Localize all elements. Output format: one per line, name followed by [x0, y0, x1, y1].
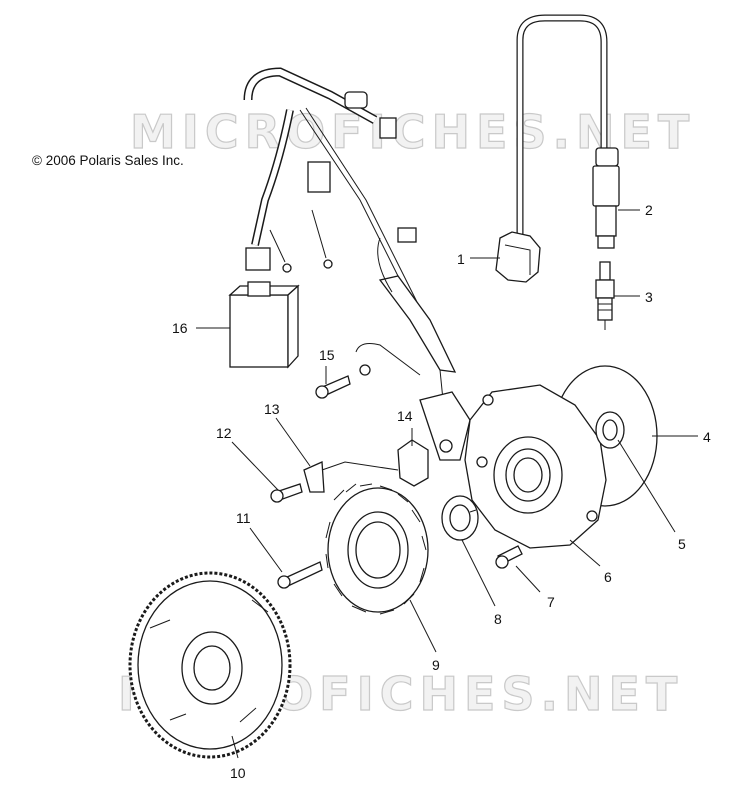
- cdi-module: [228, 281, 300, 369]
- callout-6: 6: [604, 569, 612, 585]
- callout-13: 13: [264, 401, 280, 417]
- callout-8: 8: [494, 611, 502, 627]
- bolt-7: [495, 545, 523, 569]
- callout-12: 12: [216, 425, 232, 441]
- bolt-12: [270, 483, 303, 503]
- seal-8: [441, 495, 479, 541]
- callout-5: 5: [678, 536, 686, 552]
- flywheel-10: [128, 571, 292, 759]
- watermark-top: MICROFICHES.NET: [130, 105, 695, 159]
- callout-7: 7: [547, 594, 555, 610]
- spark-plug: [595, 261, 615, 330]
- spark-plug-cap: [592, 147, 620, 249]
- copyright-notice: © 2006 Polaris Sales Inc.: [32, 153, 184, 168]
- bracket-13: [303, 461, 399, 493]
- pickup-sensor: [397, 391, 471, 487]
- callout-4: 4: [703, 429, 711, 445]
- stator-plate-6: [464, 384, 607, 549]
- leader-lines: [196, 209, 698, 759]
- callout-9: 9: [432, 657, 440, 673]
- callout-1: 1: [457, 251, 465, 267]
- bolt-15: [315, 375, 351, 399]
- ignition-coil-wire: [516, 14, 608, 260]
- callout-11: 11: [236, 510, 251, 526]
- callout-10: 10: [230, 765, 246, 781]
- stator-9: [325, 483, 429, 615]
- callout-16: 16: [172, 320, 188, 336]
- callout-14: 14: [397, 408, 413, 424]
- wire-harness: [243, 67, 457, 421]
- oil-seal-5: [595, 411, 625, 449]
- ignition-coil: [495, 231, 541, 283]
- callout-2: 2: [645, 202, 653, 218]
- callout-3: 3: [645, 289, 653, 305]
- callout-15: 15: [319, 347, 335, 363]
- bolt-11: [277, 561, 323, 589]
